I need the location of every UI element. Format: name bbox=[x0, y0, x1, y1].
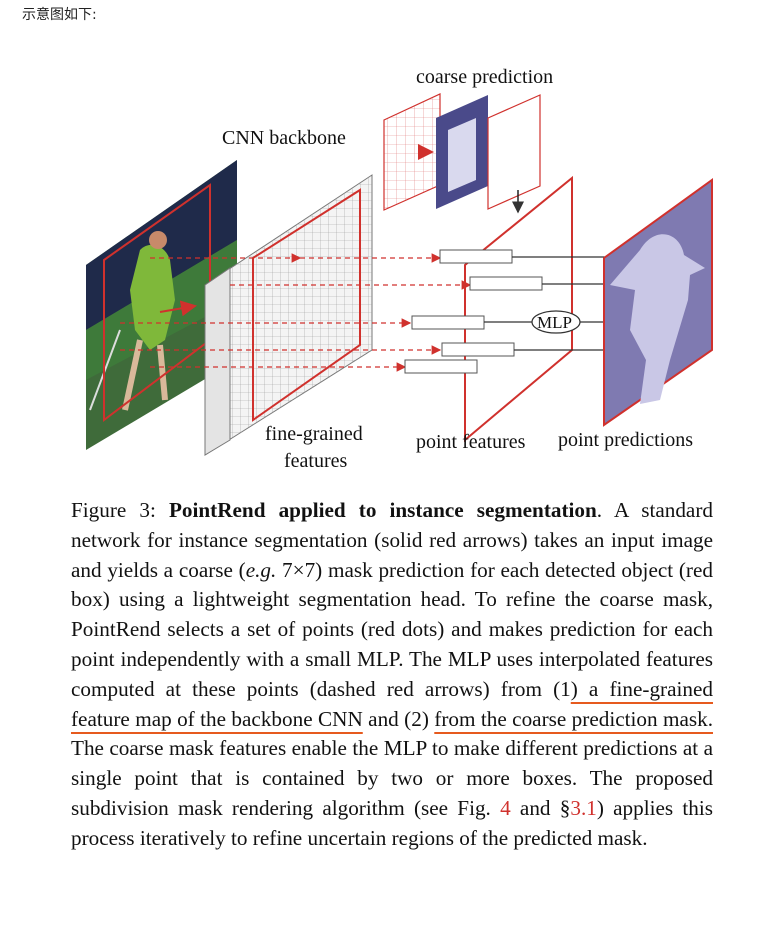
pointrend-figure: coarse prediction CNN backbone fine-grai… bbox=[86, 66, 713, 472]
label-coarse-prediction: coarse prediction bbox=[416, 66, 553, 88]
input-image bbox=[86, 160, 237, 450]
caption-text-6: ) applies this process iteratively to re… bbox=[71, 795, 714, 850]
caption-text-3: and (2) bbox=[362, 706, 435, 731]
caption-fig-label: Figure 3: bbox=[71, 498, 169, 522]
caption-title: PointRend applied to instance segmentati… bbox=[168, 498, 597, 522]
dashed-feature-arrows bbox=[120, 253, 472, 372]
caption-text-2: 7×7) mask prediction for each detected o… bbox=[71, 557, 713, 701]
label-cnn-backbone: CNN backbone bbox=[222, 127, 346, 149]
mlp-and-output bbox=[484, 178, 713, 427]
caption-underline-1: ) a fine-grained feature map of the back… bbox=[71, 676, 713, 731]
caption-ref-sec31[interactable]: 3.1 bbox=[570, 795, 597, 820]
caption-ref-fig4[interactable]: 4 bbox=[500, 795, 511, 820]
caption-text-4: The coarse mask features enable the MLP … bbox=[71, 736, 713, 820]
point-features-frame bbox=[404, 175, 573, 443]
label-point-predictions: point predictions bbox=[558, 429, 693, 451]
caption-text-1: . A standard network for instance segmen… bbox=[71, 498, 713, 582]
page-header-text: 示意图如下: bbox=[22, 7, 97, 23]
coarse-prediction-stack bbox=[383, 93, 541, 214]
caption-underline-2: from the coarse prediction mask. bbox=[434, 706, 713, 731]
cnn-backbone-block bbox=[204, 174, 373, 456]
label-features: features bbox=[284, 450, 348, 472]
label-mlp: MLP bbox=[537, 313, 572, 332]
caption-text-5: and § bbox=[510, 795, 571, 820]
caption-eg: e.g. bbox=[245, 557, 277, 582]
label-point-features: point features bbox=[416, 431, 526, 453]
label-fine-grained: fine-grained bbox=[265, 423, 363, 445]
figure-caption: Figure 3: PointRend applied to instance … bbox=[71, 496, 713, 854]
